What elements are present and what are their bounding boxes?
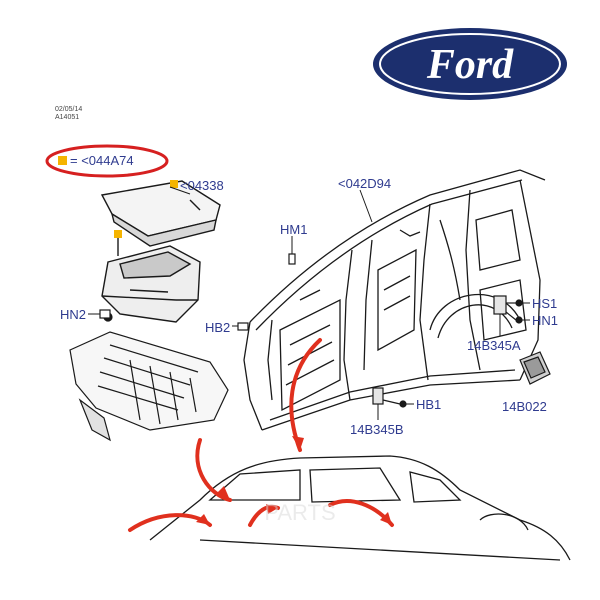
label-hn1: HN1 [532,313,559,328]
label-hb2: HB2 [205,320,231,335]
label-04338: <04338 [180,178,224,193]
ford-logo-oval [373,28,567,100]
arrow-glovebox [195,438,232,502]
label-14B345B: 14B345B [350,422,404,437]
hb2-bolt [237,322,249,331]
legend-highlight-circle [45,144,169,178]
body-side-frame [243,169,546,431]
red-arrow-heads [196,436,392,525]
ford-logo-text: Ford [426,42,514,88]
ford-logo: Ford [373,28,567,100]
diagram-ref: A14051 [55,114,80,121]
label-14B022: 14B022 [502,399,547,414]
glove-box-lid [100,180,221,247]
arrow-airbag [289,338,322,452]
label-hs1: HS1 [532,296,558,311]
label-hb1: HB1 [416,397,442,412]
part-14B345A-sensor [493,295,523,324]
hm1-clip [288,253,296,265]
arrow-lower-left [128,513,212,532]
glove-box-bin [101,230,201,323]
vehicle-silhouette [149,455,571,561]
diagram-date: 02/05/14 [55,106,83,113]
label-042D94: <042D94 [338,176,392,191]
instrument-panel-fragment [69,312,229,442]
hn2-clip [99,309,111,319]
label-hm1: HM1 [280,222,308,237]
label-14B345A: 14B345A [467,338,521,353]
leader-lines [88,186,530,420]
legend-swatch [58,156,67,165]
legend-label: = <044A74 [70,153,134,168]
arrow-lower-right [328,499,394,527]
watermark: PARTS [264,500,335,525]
part-14B022-module [519,351,551,385]
label-hn2: HN2 [60,307,87,322]
